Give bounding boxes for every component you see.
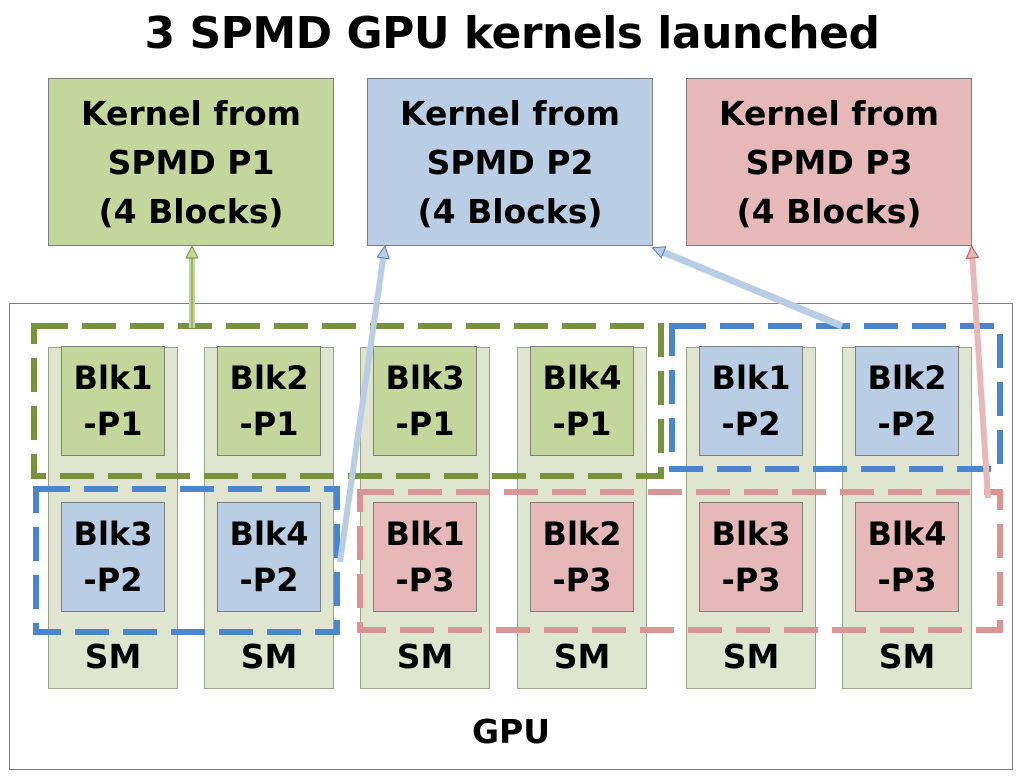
kernel-p2-line1: Kernel from bbox=[399, 93, 620, 133]
block-process: -P1 bbox=[239, 405, 299, 443]
block-blk1-p2: Blk1 -P2 bbox=[699, 346, 803, 456]
block-process: -P2 bbox=[877, 405, 937, 443]
p1-group-outline bbox=[31, 323, 664, 479]
block-blk2-p3: Blk2 -P3 bbox=[530, 502, 634, 612]
block-name: Blk2 bbox=[542, 515, 622, 553]
block-process: -P2 bbox=[239, 561, 299, 599]
block-blk1-p3: Blk1 -P3 bbox=[373, 502, 477, 612]
kernel-p3-line3: (4 Blocks) bbox=[736, 191, 922, 231]
block-name: Blk1 bbox=[385, 515, 465, 553]
kernel-p3-box: Kernel from SPMD P3 (4 Blocks) bbox=[686, 78, 972, 246]
block-process: -P1 bbox=[552, 405, 612, 443]
kernel-p2-line3: (4 Blocks) bbox=[417, 191, 603, 231]
block-name: Blk2 bbox=[229, 359, 309, 397]
kernel-p3-line1: Kernel from bbox=[718, 93, 939, 133]
gpu-container bbox=[9, 303, 1013, 770]
block-name: Blk4 bbox=[867, 515, 947, 553]
kernel-p1-box: Kernel from SPMD P1 (4 Blocks) bbox=[48, 78, 334, 246]
sm-label-1: SM bbox=[84, 637, 142, 676]
p3-group-outline bbox=[357, 489, 1003, 633]
sm-label-3: SM bbox=[396, 637, 454, 676]
sm-label-2: SM bbox=[240, 637, 298, 676]
block-process: -P1 bbox=[83, 405, 143, 443]
block-process: -P3 bbox=[552, 561, 612, 599]
sm-label-6: SM bbox=[878, 637, 936, 676]
block-name: Blk3 bbox=[385, 359, 465, 397]
block-name: Blk4 bbox=[542, 359, 622, 397]
block-blk3-p2: Blk3 -P2 bbox=[61, 502, 165, 612]
block-blk4-p1: Blk4 -P1 bbox=[530, 346, 634, 456]
block-blk3-p3: Blk3 -P3 bbox=[699, 502, 803, 612]
sm-label-5: SM bbox=[722, 637, 780, 676]
kernel-p1-line3: (4 Blocks) bbox=[98, 191, 284, 231]
p2-arrow-right bbox=[658, 250, 844, 330]
p3-arrow bbox=[972, 252, 991, 499]
diagram-title: 3 SPMD GPU kernels launched bbox=[144, 8, 880, 59]
kernel-p1-line1: Kernel from bbox=[80, 93, 301, 133]
block-name: Blk2 bbox=[867, 359, 947, 397]
block-process: -P2 bbox=[721, 405, 781, 443]
kernel-p3-line2: SPMD P3 bbox=[745, 142, 913, 182]
block-name: Blk1 bbox=[73, 359, 153, 397]
block-process: -P3 bbox=[721, 561, 781, 599]
kernel-p2-box: Kernel from SPMD P2 (4 Blocks) bbox=[367, 78, 653, 246]
block-blk4-p3: Blk4 -P3 bbox=[855, 502, 959, 612]
block-process: -P3 bbox=[395, 561, 455, 599]
block-process: -P2 bbox=[83, 561, 143, 599]
block-process: -P3 bbox=[877, 561, 937, 599]
kernel-p2-line2: SPMD P2 bbox=[426, 142, 594, 182]
block-blk4-p2: Blk4 -P2 bbox=[217, 502, 321, 612]
p2-group-outline-top bbox=[669, 323, 1003, 472]
block-blk2-p1: Blk2 -P1 bbox=[217, 346, 321, 456]
p2-group-outline-bottom bbox=[33, 486, 340, 635]
block-blk2-p2: Blk2 -P2 bbox=[855, 346, 959, 456]
block-name: Blk3 bbox=[711, 515, 791, 553]
block-blk3-p1: Blk3 -P1 bbox=[373, 346, 477, 456]
block-name: Blk1 bbox=[711, 359, 791, 397]
sm-label-4: SM bbox=[553, 637, 611, 676]
block-name: Blk4 bbox=[229, 515, 309, 553]
block-process: -P1 bbox=[395, 405, 455, 443]
block-name: Blk3 bbox=[73, 515, 153, 553]
block-blk1-p1: Blk1 -P1 bbox=[61, 346, 165, 456]
kernel-p1-line2: SPMD P1 bbox=[107, 142, 275, 182]
p2-arrow-left bbox=[337, 252, 384, 563]
gpu-label: GPU bbox=[471, 712, 551, 751]
